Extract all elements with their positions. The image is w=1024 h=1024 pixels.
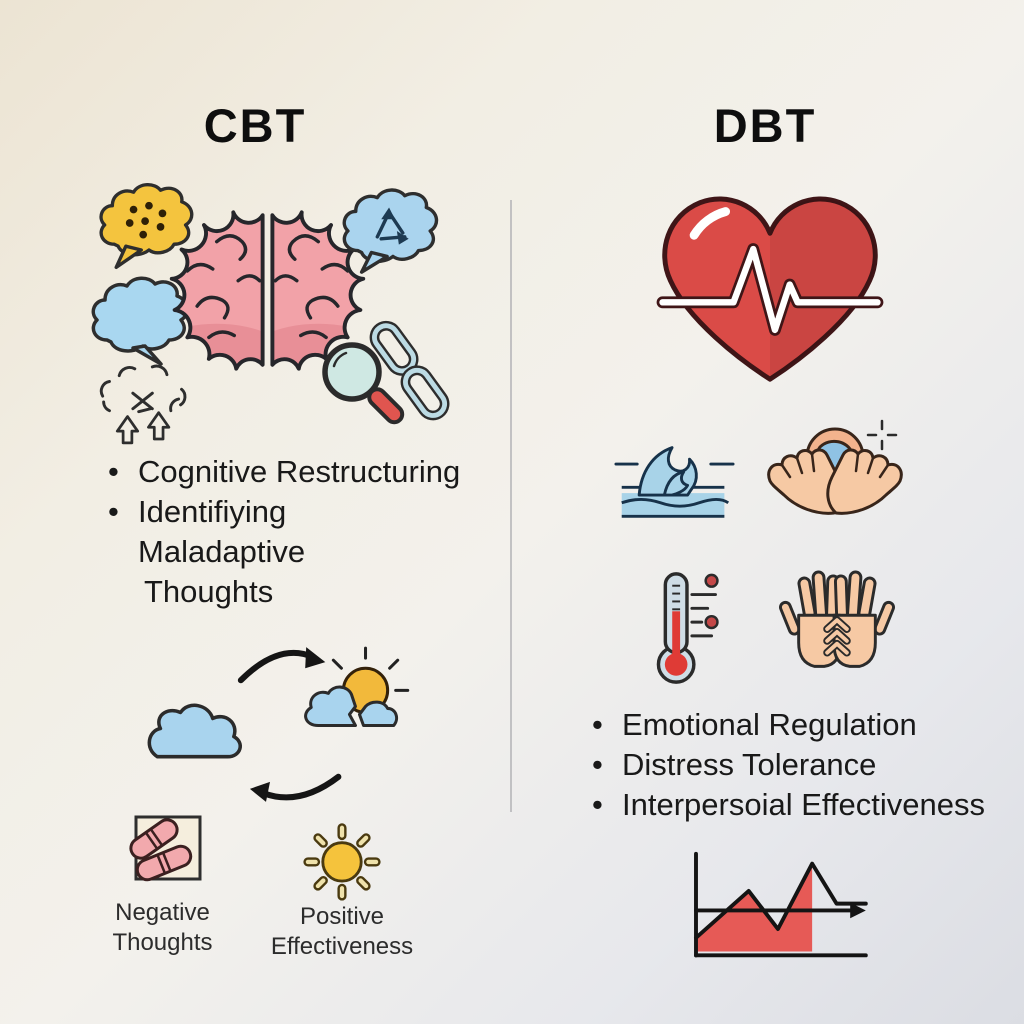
list-item: •Distress Tolerance (592, 747, 877, 782)
ocean-wave-icon (612, 435, 737, 527)
dotted-speech-bubble-icon (95, 172, 201, 276)
positive-effectiveness-caption: Positive Effectiveness (270, 903, 414, 960)
cbt-title: CBT (203, 99, 307, 152)
dbt-bullet-list: •Emotional Regulation •Distress Toleranc… (592, 705, 1024, 825)
brain-icon (160, 190, 375, 392)
list-item: •Cognitive Restructuring (108, 454, 461, 489)
negative-thoughts-caption: Negative Thoughts (112, 899, 213, 956)
column-divider (510, 200, 512, 812)
pills-negative-icon (100, 805, 215, 897)
list-item: Thoughts (144, 574, 274, 609)
magnifying-glass-icon (312, 336, 412, 436)
thought-cloud-bubble-icon (82, 268, 202, 368)
chain-links-icon (365, 320, 457, 426)
area-line-chart-icon (672, 848, 882, 970)
list-item: Maladaptive (138, 534, 306, 569)
open-hands-icon (772, 570, 902, 688)
cbt-bullet-list: •Cognitive Restructuring •Identifiying M… (108, 452, 508, 612)
hands-holding-swirl-icon (760, 415, 910, 543)
list-item: •Identifiying (108, 494, 287, 529)
cloud-to-sun-cycle-icon (112, 628, 424, 814)
recycle-thought-bubble-icon (338, 180, 446, 278)
heartbeat-heart-icon (645, 182, 895, 394)
sun-positive-icon (292, 812, 392, 908)
thermometer-icon (638, 568, 733, 688)
change-doodle-arrows-icon (90, 350, 202, 450)
dbt-title: DBT (713, 99, 817, 152)
list-item: •Interpersoial Effectiveness (592, 787, 986, 822)
list-item: •Emotional Regulation (592, 707, 917, 742)
